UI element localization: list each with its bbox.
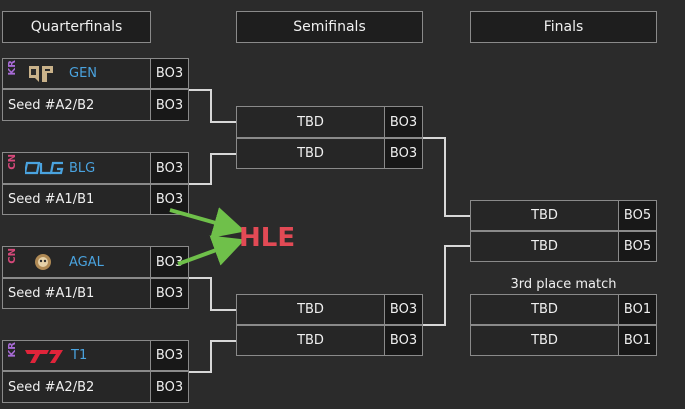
header-finals-label: Finals <box>543 19 584 35</box>
connector-line <box>189 183 211 185</box>
sf1-bottom-slot[interactable]: TBD <box>236 138 385 169</box>
final-top-slot[interactable]: TBD <box>470 200 619 231</box>
seed-label: Seed #A2/B2 <box>8 97 95 113</box>
sf2-bottom-slot[interactable]: TBD <box>236 325 385 356</box>
final-top-format: BO5 <box>618 200 657 231</box>
qf4-seed-slot[interactable]: Seed #A2/B2 <box>2 371 151 403</box>
team-name-t1: T1 <box>71 348 88 363</box>
slot-label: TBD <box>531 239 558 254</box>
connector-line <box>210 309 236 311</box>
slot-label: TBD <box>531 302 558 317</box>
qf1-seed-slot[interactable]: Seed #A2/B2 <box>2 89 151 121</box>
sf1-bottom-format: BO3 <box>384 138 423 169</box>
qf4-top-format: BO3 <box>150 340 189 371</box>
slot-label: TBD <box>531 333 558 348</box>
connector-line <box>444 245 470 247</box>
qf2-seed-slot[interactable]: Seed #A1/B1 <box>2 184 151 215</box>
third-top-format: BO1 <box>618 294 657 325</box>
qf2-top-format: BO3 <box>150 152 189 184</box>
qf1-bottom-format: BO3 <box>150 89 189 121</box>
team-name-agal: AGAL <box>69 254 104 270</box>
header-semifinals: Semifinals <box>236 11 423 43</box>
header-finals: Finals <box>470 11 657 43</box>
region-tag: CN <box>7 248 18 264</box>
third-bottom-format: BO1 <box>618 325 657 356</box>
final-bottom-format: BO5 <box>618 231 657 262</box>
region-tag: CN <box>7 154 18 170</box>
connector-line <box>189 371 211 373</box>
seed-label: Seed #A1/B1 <box>8 192 95 207</box>
connector-line <box>210 340 236 342</box>
qf3-bottom-format: BO3 <box>150 278 189 309</box>
slot-label: TBD <box>297 333 324 348</box>
header-quarterfinals: Quarterfinals <box>2 11 151 43</box>
final-bottom-slot[interactable]: TBD <box>470 231 619 262</box>
connector-line <box>423 137 445 139</box>
connector-line <box>189 89 211 91</box>
seed-label: Seed #A2/B2 <box>8 379 95 395</box>
qf3-team-slot[interactable]: CN AGAL <box>2 246 151 278</box>
team-name-gen: GEN <box>69 66 98 81</box>
qf1-team-slot[interactable]: KR GEN <box>2 58 151 89</box>
slot-label: TBD <box>297 114 324 130</box>
team-name-blg: BLG <box>69 160 96 176</box>
connector-line <box>444 215 470 217</box>
region-tag: KR <box>7 342 18 358</box>
blg-logo-icon <box>25 153 65 183</box>
connector-line <box>189 277 211 279</box>
header-semifinals-label: Semifinals <box>293 19 366 35</box>
third-place-title: 3rd place match <box>510 277 617 292</box>
qf2-bottom-format: BO3 <box>150 184 189 215</box>
sf1-top-slot[interactable]: TBD <box>236 106 385 138</box>
qf4-team-slot[interactable]: KR T1 <box>2 340 151 371</box>
qf2-team-slot[interactable]: CN BLG <box>2 152 151 184</box>
region-tag: KR <box>7 60 18 76</box>
qf3-top-format: BO3 <box>150 246 189 278</box>
slot-label: TBD <box>297 302 324 317</box>
connector-line <box>210 153 236 155</box>
qf4-bottom-format: BO3 <box>150 371 189 403</box>
header-quarterfinals-label: Quarterfinals <box>30 19 123 35</box>
connector-line <box>210 153 212 185</box>
connector-line <box>423 324 445 326</box>
agal-logo-icon <box>33 247 53 277</box>
connector-line <box>210 89 212 122</box>
sf1-top-format: BO3 <box>384 106 423 138</box>
sf2-top-format: BO3 <box>384 294 423 325</box>
qf3-seed-slot[interactable]: Seed #A1/B1 <box>2 278 151 309</box>
qf1-top-format: BO3 <box>150 58 189 89</box>
third-bottom-slot[interactable]: TBD <box>470 325 619 356</box>
third-top-slot[interactable]: TBD <box>470 294 619 325</box>
connector-line <box>444 245 446 326</box>
hle-annotation: HLE <box>239 223 296 253</box>
connector-line <box>444 137 446 216</box>
sf2-top-slot[interactable]: TBD <box>236 294 385 325</box>
gen-logo-icon <box>27 59 55 88</box>
sf2-bottom-format: BO3 <box>384 325 423 356</box>
slot-label: TBD <box>531 208 558 223</box>
slot-label: TBD <box>297 146 324 161</box>
connector-line <box>210 121 236 123</box>
seed-label: Seed #A1/B1 <box>8 286 95 301</box>
connector-line <box>210 277 212 310</box>
t1-logo-icon <box>25 341 65 370</box>
connector-line <box>210 340 212 373</box>
